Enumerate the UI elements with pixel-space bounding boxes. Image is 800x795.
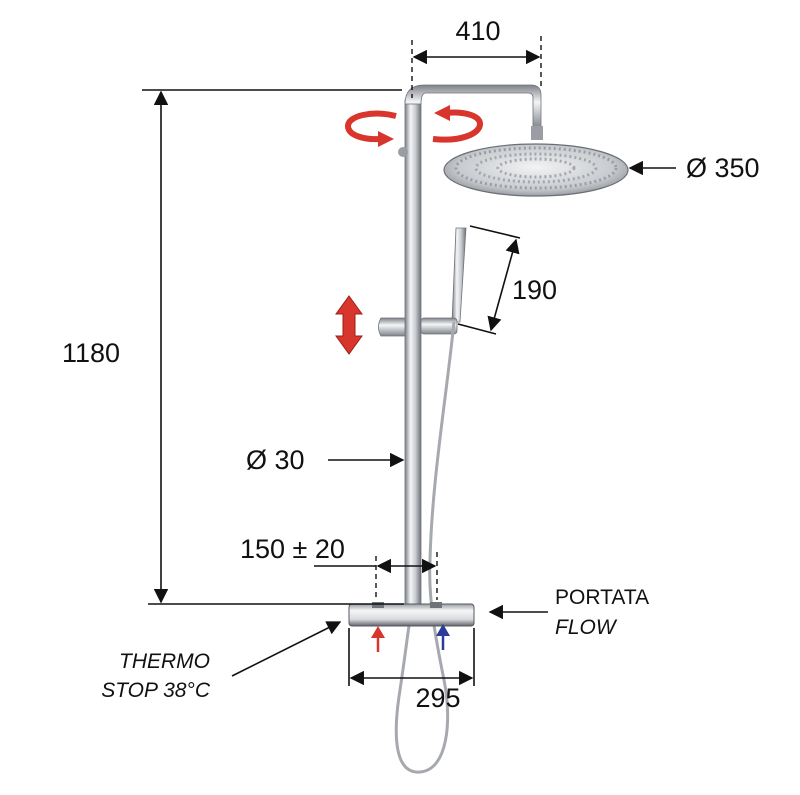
top-arm <box>404 84 542 129</box>
head-connector <box>531 126 543 140</box>
slider-holder <box>378 317 406 337</box>
hand-shower <box>451 227 467 323</box>
flow-callout: PORTATA FLOW <box>488 586 649 639</box>
riser-pipe <box>404 99 422 623</box>
flow-label-it: PORTATA <box>555 586 649 609</box>
cold-water-arrow-icon <box>436 624 450 650</box>
thermo-label-line2: STOP 38°C <box>101 679 211 702</box>
top-width-label: 410 <box>455 16 500 46</box>
wall-knob <box>398 147 408 157</box>
dimension-bar-width: 295 <box>348 628 475 713</box>
total-height-label: 1180 <box>62 338 120 368</box>
thermo-stop-callout: THERMO STOP 38°C <box>101 621 342 702</box>
shower-fixture <box>348 84 629 774</box>
thermostat-bar <box>348 603 475 627</box>
hot-water-arrow-icon <box>371 626 385 652</box>
hose <box>394 321 456 774</box>
hand-shower-length-label: 190 <box>512 275 557 305</box>
outlet-spacing-label: 150 ± 20 <box>240 534 345 564</box>
dimension-top-width: 410 <box>411 16 542 98</box>
thermo-label-line1: THERMO <box>119 650 210 673</box>
bar-width-label: 295 <box>415 683 460 713</box>
pipe-diameter-label: Ø 30 <box>246 445 305 475</box>
head-diameter-label: Ø 350 <box>686 153 760 183</box>
flow-label-en: FLOW <box>555 616 618 639</box>
dimension-total-height: 1180 <box>62 89 404 605</box>
shower-head-face <box>454 146 618 190</box>
dimension-outlet-spacing: 150 ± 20 <box>240 534 438 600</box>
dimension-head-diameter: Ø 350 <box>628 153 760 183</box>
rotate-arrows-icon <box>344 105 484 147</box>
dimension-pipe-diameter: Ø 30 <box>246 445 405 475</box>
dimension-hand-shower: 190 <box>457 225 557 335</box>
height-adjust-arrow-icon <box>335 295 363 355</box>
